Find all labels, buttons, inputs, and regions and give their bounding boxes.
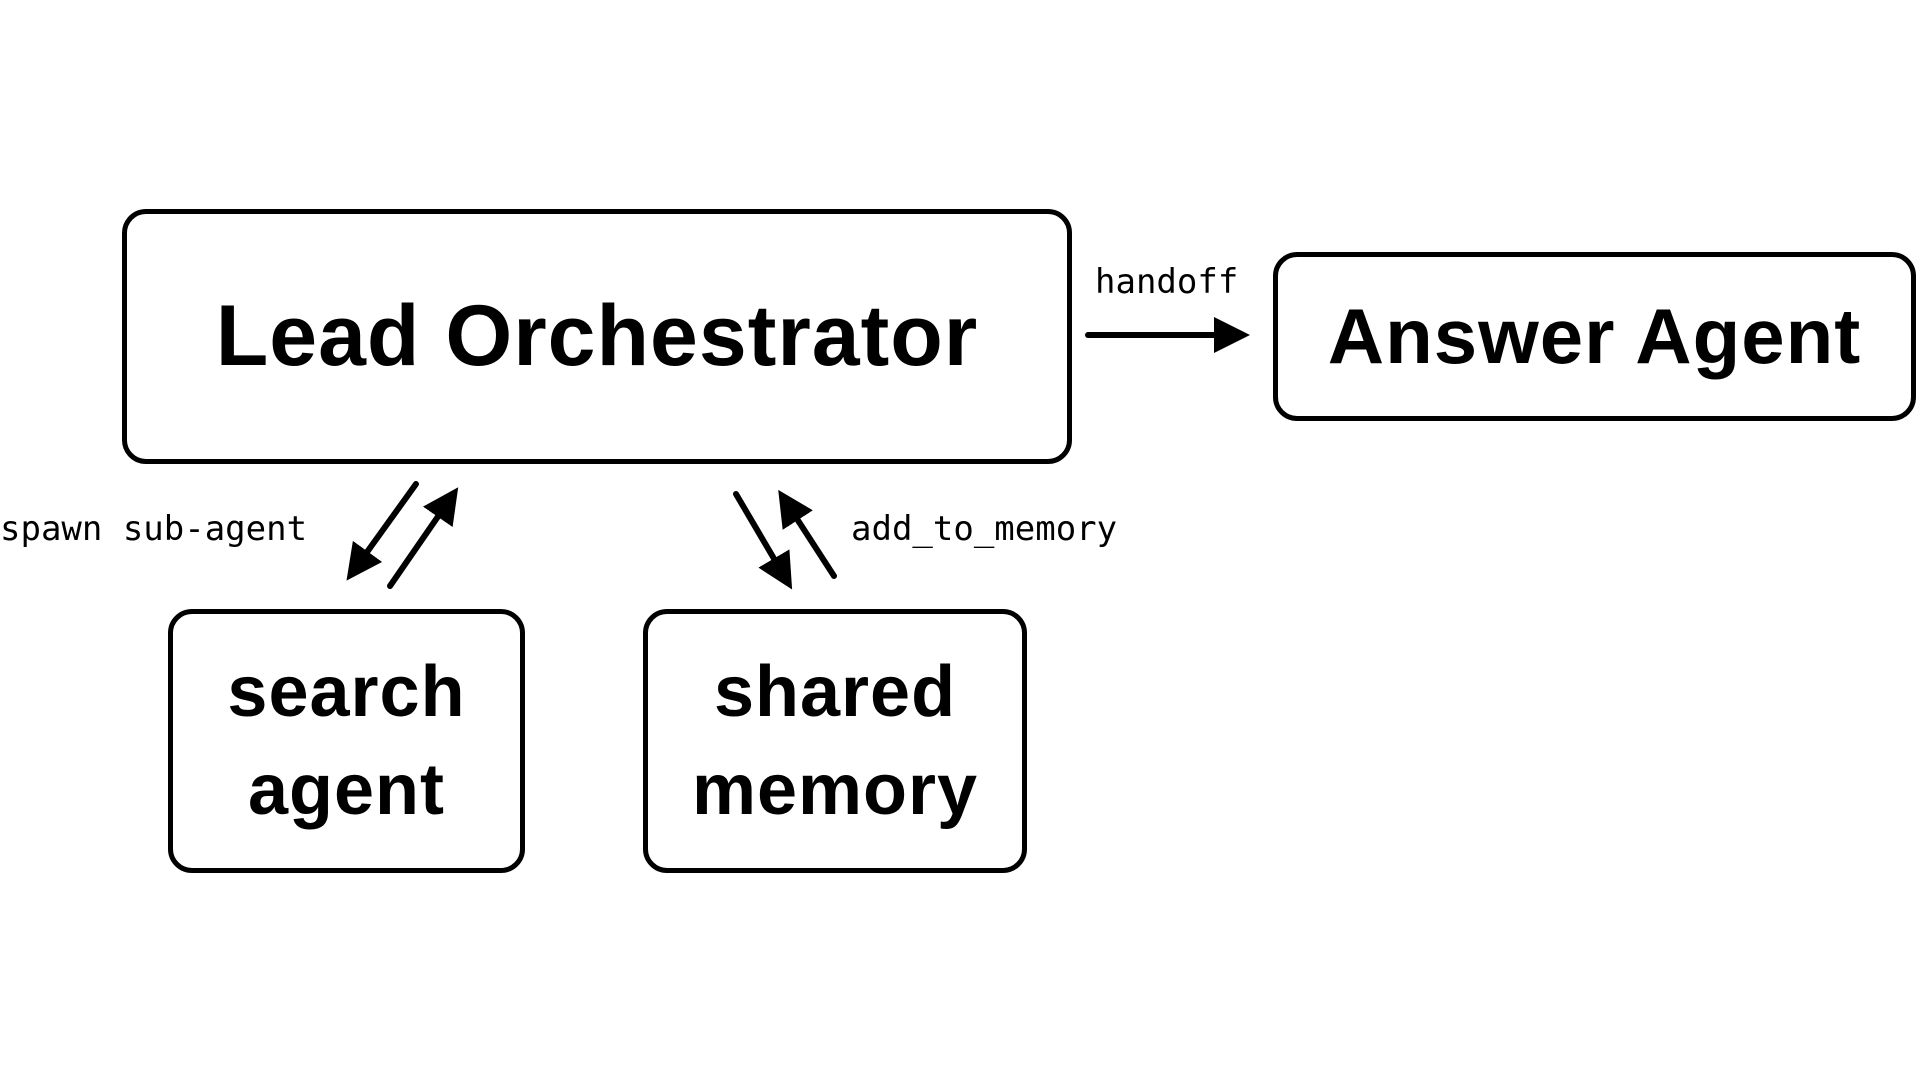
search-agent-node: search agent bbox=[168, 609, 525, 873]
answer-agent-label: Answer Agent bbox=[1327, 292, 1862, 380]
shared-memory-label-line2: memory bbox=[691, 750, 979, 830]
shared-memory-label-line1: shared bbox=[713, 652, 957, 732]
lead-orchestrator-label: Lead Orchestrator bbox=[215, 288, 979, 384]
spawn-up-arrow bbox=[387, 487, 459, 589]
memory-up-arrow bbox=[778, 489, 837, 579]
memory-down-arrow bbox=[733, 491, 793, 590]
search-agent-label-line2: agent bbox=[247, 750, 446, 830]
spawn-sub-agent-label: spawn sub-agent bbox=[0, 509, 308, 549]
lead-orchestrator-node: Lead Orchestrator bbox=[122, 209, 1072, 464]
search-agent-label-line1: search bbox=[227, 652, 466, 732]
spawn-down-arrow bbox=[346, 481, 419, 581]
handoff-label: handoff bbox=[1095, 262, 1239, 302]
shared-memory-node: shared memory bbox=[643, 609, 1027, 873]
answer-agent-node: Answer Agent bbox=[1273, 252, 1916, 421]
add-to-memory-label: add_to_memory bbox=[851, 509, 1118, 549]
